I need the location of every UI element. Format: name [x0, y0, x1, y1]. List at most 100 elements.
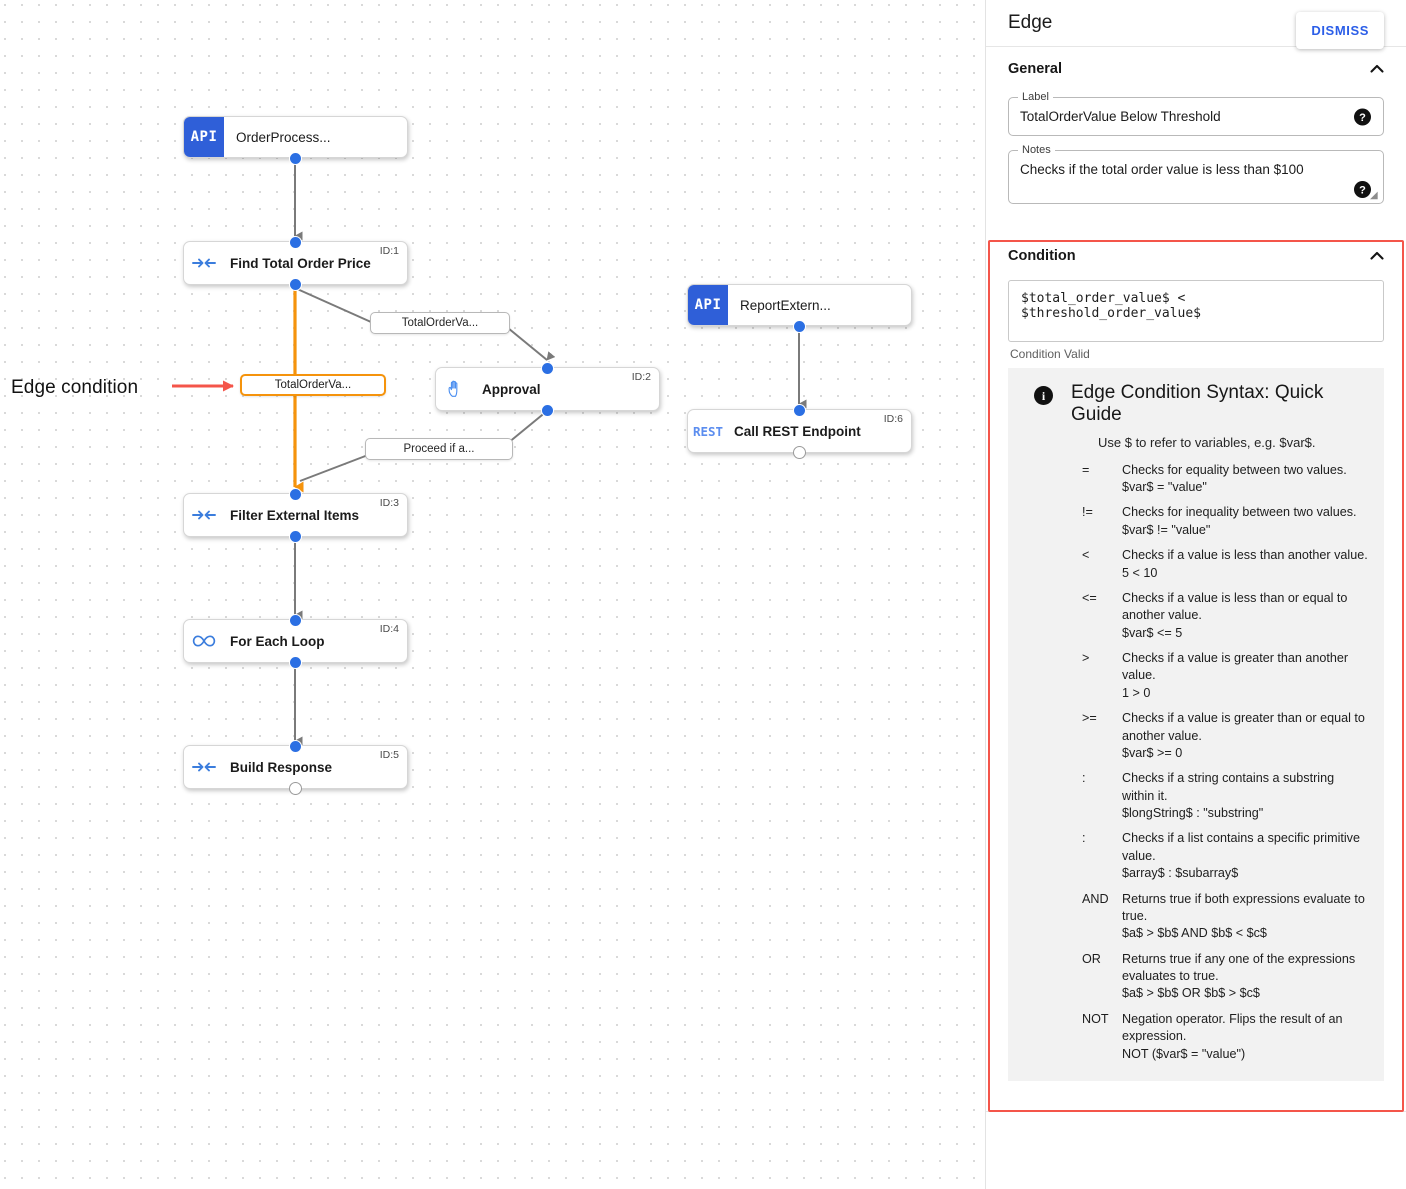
operator-row: > Checks if a value is greater than anot… [1082, 650, 1368, 702]
info-icon: i [1034, 386, 1053, 410]
node-id-badge: ID:5 [379, 749, 399, 761]
node-label: Approval [482, 381, 541, 397]
svg-text:?: ? [1359, 184, 1366, 196]
node-id-badge: ID:2 [631, 371, 651, 383]
operator-description-text: Checks if a value is less than or equal … [1122, 590, 1348, 623]
dismiss-button[interactable]: DISMISS [1296, 12, 1384, 49]
node-call-rest-endpoint[interactable]: REST Call REST Endpoint ID:6 [687, 409, 912, 453]
condition-expression-input[interactable]: $total_order_value$ < $threshold_order_v… [1008, 280, 1384, 342]
label-field-value[interactable]: TotalOrderValue Below Threshold [1020, 109, 1221, 124]
node-id-badge: ID:6 [883, 413, 903, 425]
node-label: Build Response [230, 759, 333, 775]
panel-title: Edge [1008, 12, 1053, 33]
edge-connectors [172, 159, 807, 746]
flow-canvas[interactable]: Edge condition API OrderProcess... Find … [0, 0, 985, 1189]
condition-section: Condition $total_order_value$ < $thresho… [986, 234, 1406, 1081]
port-out-reportextern[interactable] [793, 320, 806, 333]
operator-example: $array$ : $subarray$ [1122, 866, 1239, 881]
resize-grip-icon[interactable]: ◢ [1370, 190, 1378, 201]
notes-field-label: Notes [1018, 144, 1055, 156]
edge-condition-syntax-guide: i Edge Condition Syntax: Quick Guide Use… [1008, 368, 1384, 1081]
guide-title: Edge Condition Syntax: Quick Guide [1071, 382, 1324, 425]
operator-description-text: Checks for equality between two values. [1122, 462, 1347, 477]
operator-description-text: Negation operator. Flips the result of a… [1122, 1011, 1343, 1044]
port-out-find-total-order-price[interactable] [289, 278, 302, 291]
operator-row: < Checks if a value is less than another… [1082, 547, 1368, 582]
notes-field[interactable]: Notes Checks if the total order value is… [1008, 144, 1384, 204]
operator-example: $var$ >= 0 [1122, 745, 1183, 760]
notes-help-icon[interactable]: ? [1354, 181, 1371, 198]
operator-row: AND Returns true if both expressions eva… [1082, 891, 1368, 943]
condition-validity-status: Condition Valid [1010, 347, 1090, 361]
operator-row: <= Checks if a value is less than or equ… [1082, 590, 1368, 642]
operator-description-text: Checks if a value is greater than anothe… [1122, 651, 1349, 683]
port-in-find-total-order-price[interactable] [289, 236, 302, 249]
operator-description-text: Returns true if both expressions evaluat… [1122, 891, 1365, 923]
merge-arrows-icon [184, 746, 224, 788]
port-in-for-each-loop[interactable] [289, 614, 302, 627]
port-out-filter-external-items[interactable] [289, 530, 302, 543]
node-orderprocess[interactable]: API OrderProcess... [183, 116, 408, 158]
operator-symbol: AND [1082, 891, 1109, 906]
chevron-up-icon[interactable] [1368, 247, 1386, 265]
node-id-badge: ID:3 [379, 497, 399, 509]
condition-section-header[interactable]: Condition [998, 234, 1394, 278]
operator-symbol: OR [1082, 951, 1101, 966]
port-out-for-each-loop[interactable] [289, 656, 302, 669]
operator-example: NOT ($var$ = "value") [1122, 1046, 1246, 1061]
operator-row: = Checks for equality between two values… [1082, 462, 1368, 497]
operator-symbol: <= [1082, 590, 1097, 605]
edge-label-upper[interactable]: TotalOrderVa... [370, 312, 510, 334]
guide-intro: Use $ to refer to variables, e.g. $var$. [1098, 434, 1316, 450]
svg-text:i: i [1042, 389, 1046, 403]
label-field[interactable]: Label TotalOrderValue Below Threshold ? [1008, 91, 1384, 136]
operator-description: Checks if a value is less than or equal … [1122, 590, 1368, 642]
operator-description-text: Checks if a list contains a specific pri… [1122, 831, 1360, 863]
edge-properties-panel: Edge ? [985, 0, 1406, 1189]
chevron-up-icon[interactable] [1368, 60, 1386, 78]
port-out-call-rest-endpoint[interactable] [793, 446, 806, 459]
operator-description: Checks if a string contains a substring … [1122, 770, 1368, 822]
infinity-icon [184, 620, 224, 662]
operator-symbol: : [1082, 831, 1086, 846]
notes-field-value[interactable]: Checks if the total order value is less … [1020, 162, 1304, 177]
port-in-build-response[interactable] [289, 740, 302, 753]
general-section: General Label TotalOrderValue Below Thre… [986, 47, 1406, 218]
label-help-icon[interactable]: ? [1354, 108, 1371, 125]
merge-arrows-icon [184, 494, 224, 536]
operator-example: $longString$ : "substring" [1122, 806, 1264, 821]
node-label: Call REST Endpoint [734, 423, 861, 439]
node-label: ReportExtern... [740, 297, 831, 313]
api-icon: API [184, 117, 224, 157]
operator-row: NOT Negation operator. Flips the result … [1082, 1011, 1368, 1063]
operator-example: $var$ != "value" [1122, 522, 1211, 537]
edge-condition-annotation-label: Edge condition [11, 377, 139, 398]
node-id-badge: ID:1 [379, 245, 399, 257]
edge-label-selected[interactable]: TotalOrderVa... [240, 374, 386, 396]
port-in-call-rest-endpoint[interactable] [793, 404, 806, 417]
operator-row: : Checks if a list contains a specific p… [1082, 830, 1368, 882]
operator-example: $var$ = "value" [1122, 480, 1207, 495]
operator-description: Checks if a value is less than another v… [1122, 547, 1368, 582]
api-icon: API [688, 285, 728, 325]
node-label: Filter External Items [230, 507, 360, 523]
operator-description: Returns true if both expressions evaluat… [1122, 891, 1368, 943]
operator-description-text: Checks if a value is less than another v… [1122, 548, 1368, 563]
port-out-orderprocess[interactable] [289, 152, 302, 165]
operator-description: Checks if a value is greater than anothe… [1122, 650, 1368, 702]
operator-description: Checks for inequality between two values… [1122, 504, 1368, 539]
port-out-build-response[interactable] [289, 782, 302, 795]
port-in-approval[interactable] [541, 362, 554, 375]
port-out-approval[interactable] [541, 404, 554, 417]
operator-description: Returns true if any one of the expressio… [1122, 951, 1368, 1003]
operator-symbol: >= [1082, 711, 1097, 726]
operator-symbol: > [1082, 651, 1090, 666]
panel-footer [986, 1111, 1406, 1189]
rest-icon: REST [692, 423, 724, 439]
operator-description: Checks for equality between two values. … [1122, 462, 1368, 497]
port-in-filter-external-items[interactable] [289, 488, 302, 501]
edge-label-proceed[interactable]: Proceed if a... [365, 438, 513, 460]
operator-row: >= Checks if a value is greater than or … [1082, 710, 1368, 762]
general-section-header[interactable]: General [998, 47, 1394, 91]
svg-text:?: ? [1359, 111, 1366, 123]
